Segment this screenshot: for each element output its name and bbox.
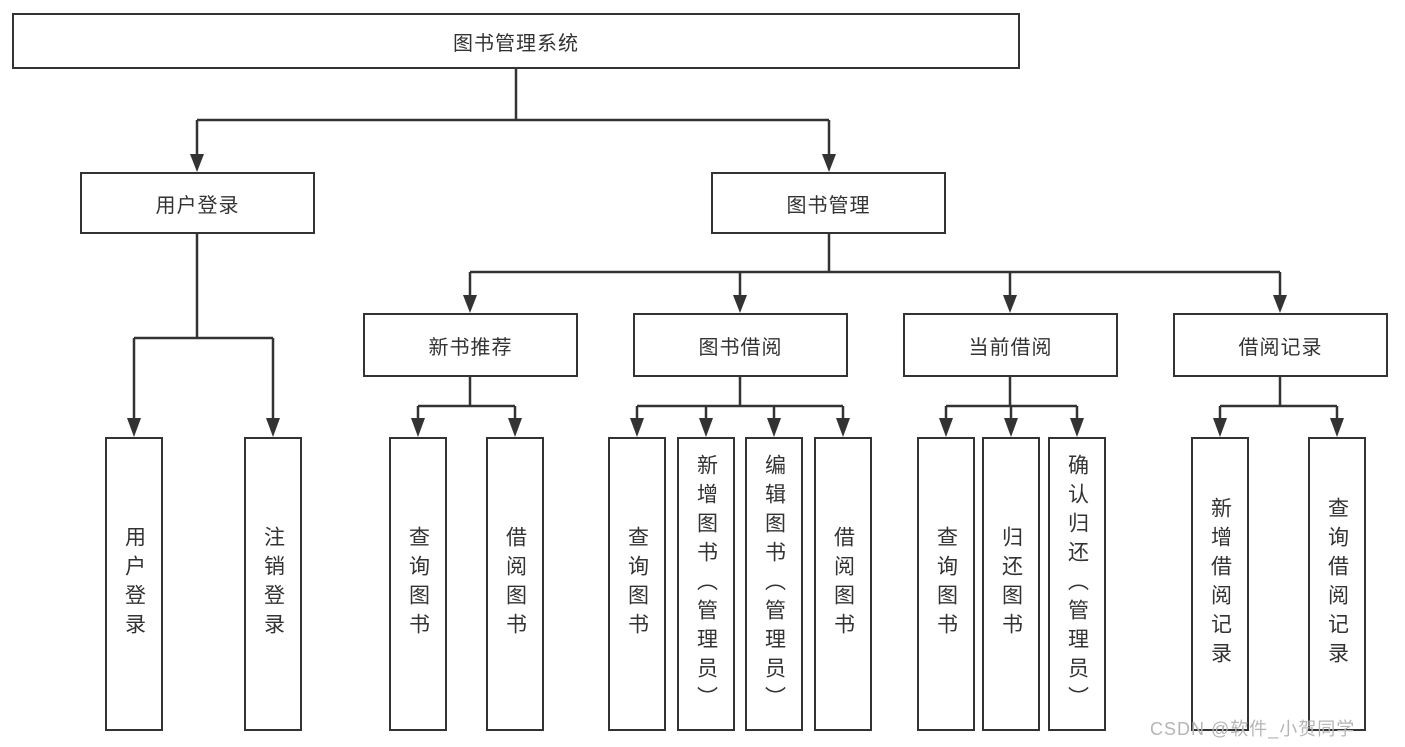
leaf-user-login: 用户登录 (105, 437, 163, 731)
leaf-query-borrow-record: 查询借阅记录 (1308, 437, 1366, 731)
node-book-borrowing: 图书借阅 (633, 313, 848, 377)
node-borrowing-records: 借阅记录 (1173, 313, 1388, 377)
arrowheads (127, 154, 1344, 437)
leaf-logout: 注销登录 (244, 437, 302, 731)
leaf-confirm-return-admin: 确认归还（管理员） (1048, 437, 1106, 731)
leaf-borrow-books-borrowing: 借阅图书 (814, 437, 872, 731)
leaf-add-borrow-record: 新增借阅记录 (1191, 437, 1249, 731)
node-current-borrowing: 当前借阅 (903, 313, 1118, 377)
node-book-management: 图书管理 (711, 172, 946, 234)
leaf-return-books: 归还图书 (982, 437, 1040, 731)
leaf-query-books-current: 查询图书 (917, 437, 975, 731)
leaf-add-books-admin: 新增图书（管理员） (677, 437, 735, 731)
leaf-borrow-books-recommend: 借阅图书 (486, 437, 544, 731)
leaf-query-books-recommend: 查询图书 (389, 437, 447, 731)
node-user-login: 用户登录 (80, 172, 315, 234)
node-new-book-recommendation: 新书推荐 (363, 313, 578, 377)
leaf-query-books-borrowing: 查询图书 (608, 437, 666, 731)
node-library-management-system: 图书管理系统 (12, 13, 1020, 69)
leaf-edit-books-admin: 编辑图书（管理员） (745, 437, 803, 731)
connector-paths (132, 69, 1339, 421)
